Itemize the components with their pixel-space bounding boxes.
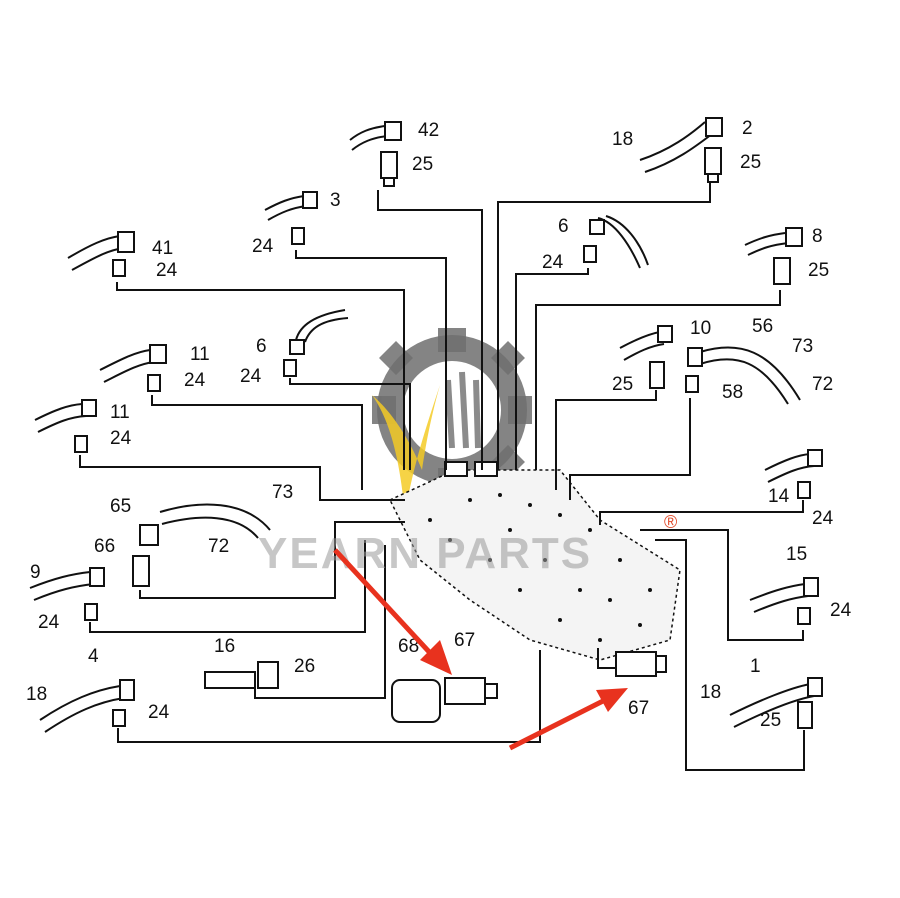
hose-fitting-8: [744, 227, 803, 285]
hose-fitting-2: [639, 117, 723, 183]
callout-6: 6: [558, 216, 569, 237]
callout-24: 24: [830, 600, 852, 621]
callout-26: 26: [294, 656, 315, 677]
callout-66: 66: [94, 536, 115, 557]
callout-10: 10: [690, 318, 711, 339]
hose-fitting-15: [749, 577, 819, 625]
callout-24: 24: [240, 366, 262, 387]
callout-15: 15: [786, 544, 807, 565]
hose-fitting-14: [764, 449, 823, 499]
plug-assembly-16-26: [204, 661, 279, 689]
callout-24: 24: [156, 260, 178, 281]
callout-24: 24: [184, 370, 206, 391]
flame-icon: [372, 371, 481, 515]
hose-fitting-42: [349, 121, 402, 187]
valve-67-right: [615, 651, 667, 677]
callout-72: 72: [812, 374, 833, 395]
callout-1: 1: [750, 656, 761, 677]
callout-73: 73: [272, 482, 293, 503]
callout-58: 58: [722, 382, 743, 403]
callout-73: 73: [792, 336, 813, 357]
hose-fitting-6-upper: [583, 215, 649, 269]
callout-67: 67: [454, 630, 475, 651]
callout-16: 16: [214, 636, 235, 657]
callout-41: 41: [152, 238, 173, 259]
hose-fitting-10: [619, 325, 673, 389]
callout-25: 25: [760, 710, 781, 731]
callout-72: 72: [208, 536, 229, 557]
callout-68: 68: [398, 636, 419, 657]
callout-24: 24: [148, 702, 170, 723]
hose-fitting-6-middle: [283, 309, 349, 377]
callout-18: 18: [612, 129, 633, 150]
registered-mark: ®: [664, 512, 677, 532]
red-arrow-icon: [333, 548, 452, 675]
hose-fitting-11-lower: [34, 399, 97, 453]
hose-fitting-41: [67, 231, 135, 277]
hose-fitting-3: [264, 191, 318, 245]
leader-lines: [79, 182, 805, 771]
highlight-arrows: [333, 548, 628, 751]
callout-8: 8: [812, 226, 823, 247]
hose-assembly-56: [685, 346, 801, 405]
callout-6: 6: [256, 336, 267, 357]
hose-fitting-1: [729, 677, 823, 729]
hose-assembly-65: [132, 503, 271, 587]
callout-24: 24: [252, 236, 274, 257]
callout-25: 25: [612, 374, 633, 395]
callout-18: 18: [26, 684, 47, 705]
callout-2: 2: [742, 118, 753, 139]
callout-3: 3: [330, 190, 341, 211]
callout-11: 11: [190, 344, 210, 365]
hose-fitting-9: [29, 567, 105, 621]
callout-4: 4: [88, 646, 99, 667]
callout-9: 9: [30, 562, 41, 583]
callout-24: 24: [110, 428, 132, 449]
callout-18: 18: [700, 682, 721, 703]
callout-56: 56: [752, 316, 773, 337]
hose-assemblies: [29, 117, 823, 733]
callout-14: 14: [768, 486, 790, 507]
red-arrow-icon: [508, 688, 628, 751]
callout-25: 25: [740, 152, 761, 173]
watermark-brand: YEARN PARTS: [258, 529, 592, 578]
callout-24: 24: [812, 508, 834, 529]
watermark-text: YEARN PARTS ®: [258, 512, 677, 578]
callout-25: 25: [412, 154, 433, 175]
callout-24: 24: [38, 612, 60, 633]
hose-fitting-4: [39, 679, 135, 733]
callout-labels: 42 25 18 2 25 3 24 41 24 6 24 8 25 11 24…: [26, 118, 852, 731]
control-valve-body: [388, 461, 681, 661]
callout-67: 67: [628, 698, 649, 719]
callout-24: 24: [542, 252, 564, 273]
callout-42: 42: [418, 120, 439, 141]
hose-fitting-11-upper: [99, 344, 167, 392]
callout-11: 11: [110, 402, 130, 423]
callout-25: 25: [808, 260, 829, 281]
callout-65: 65: [110, 496, 131, 517]
filter-valve-68-67: [391, 677, 498, 723]
